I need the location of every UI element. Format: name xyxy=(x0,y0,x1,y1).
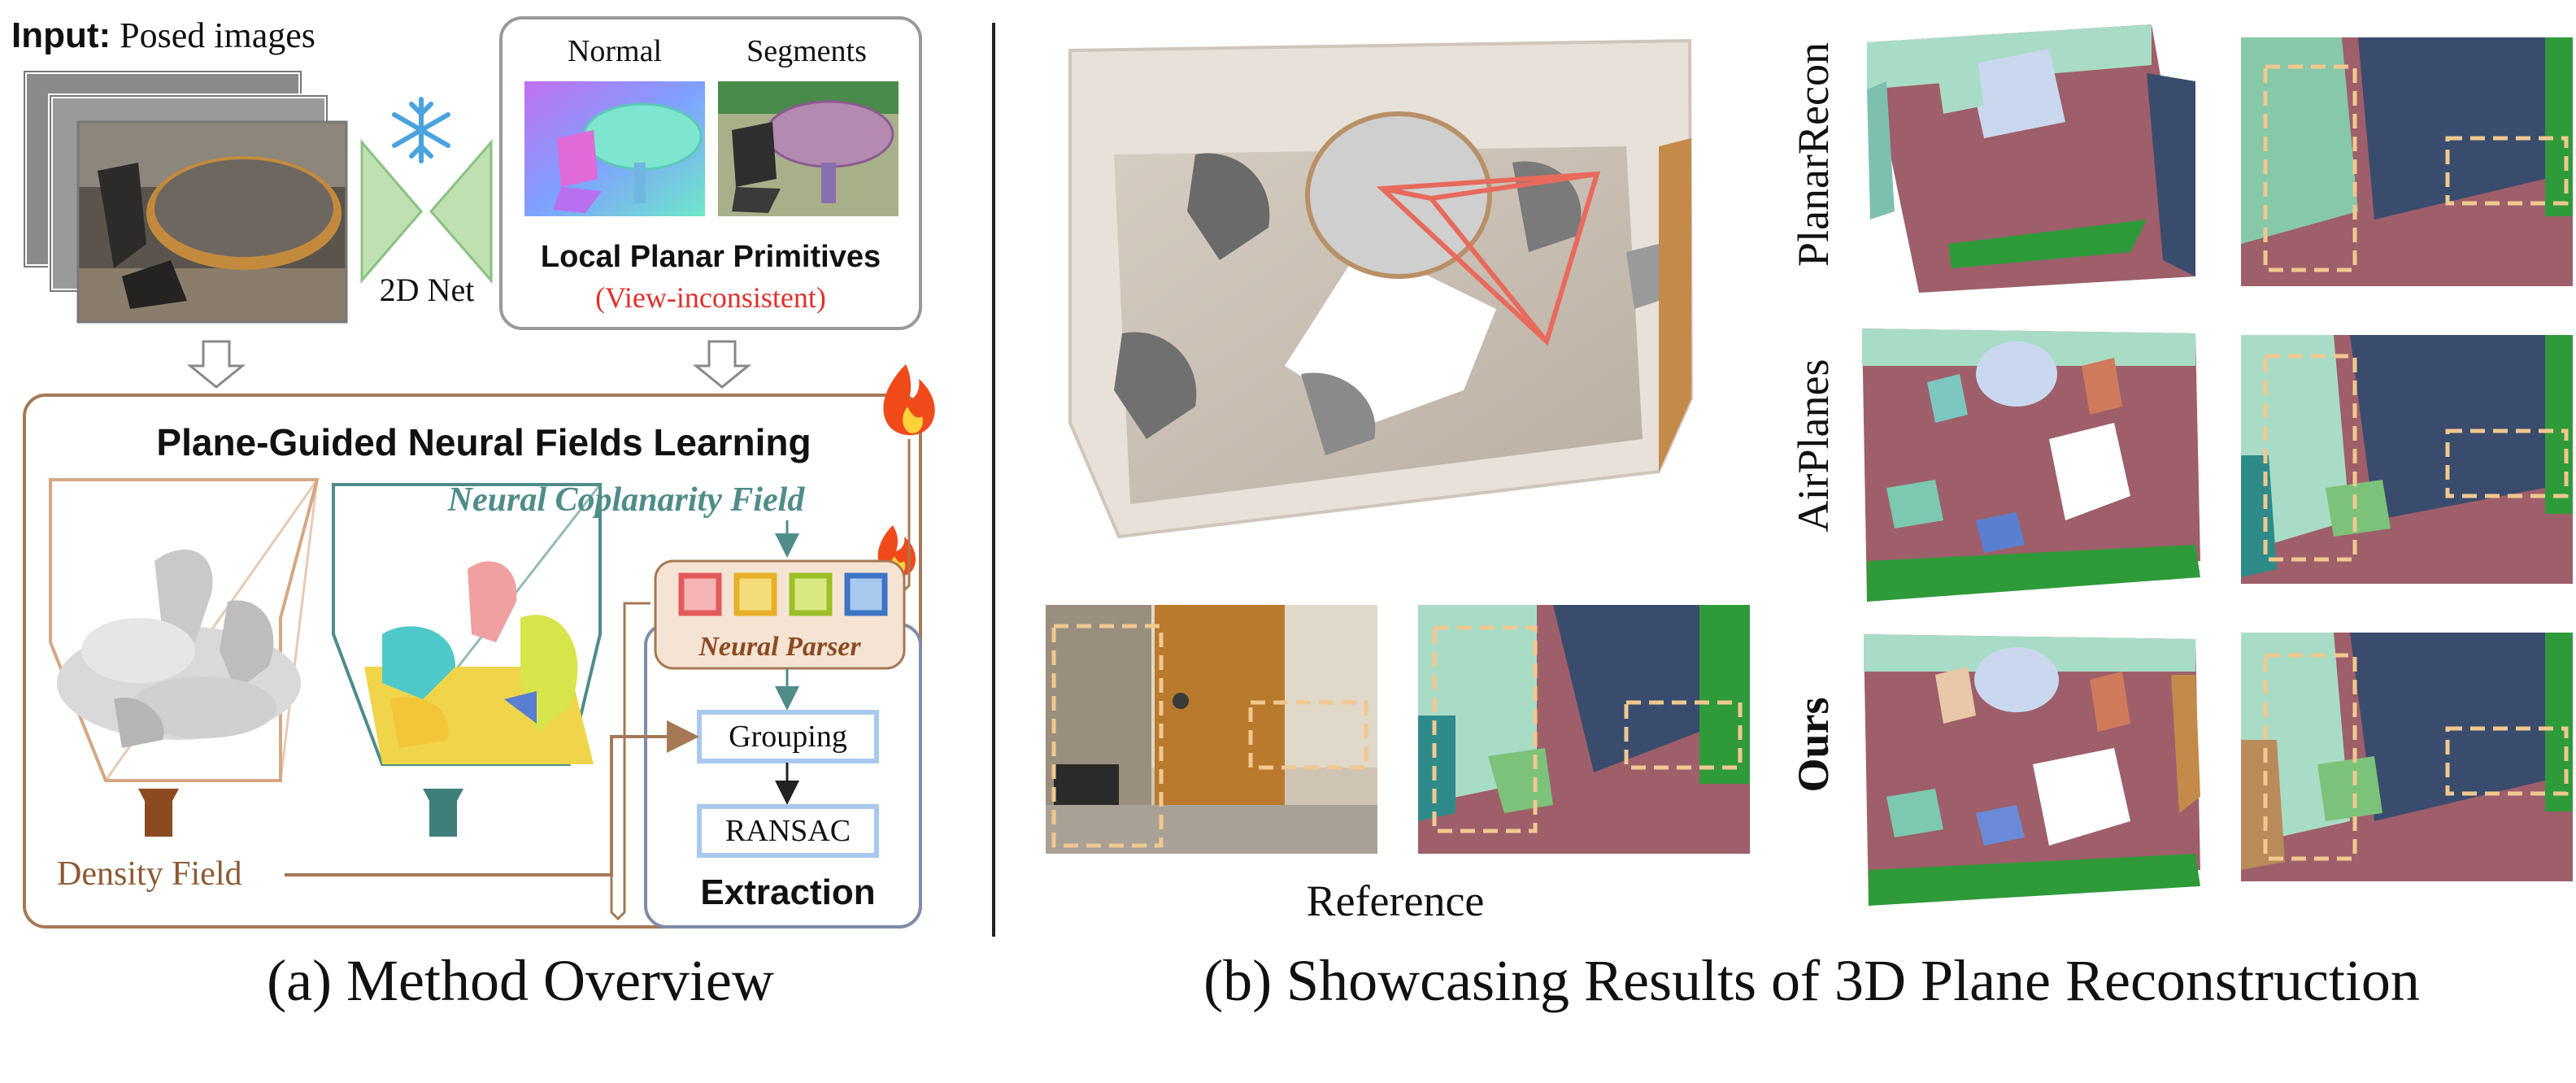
fields-title: Plane-Guided Neural Fields Learning xyxy=(156,421,811,463)
planarrecon-room xyxy=(1867,24,2195,293)
net-label: 2D Net xyxy=(380,272,475,308)
method-label-ours: Ours xyxy=(1789,697,1838,792)
segments-label: Segments xyxy=(746,34,867,68)
ours-room xyxy=(1864,634,2200,906)
method-label-airplanes: AirPlanes xyxy=(1789,359,1838,533)
input-rest: Posed images xyxy=(111,15,315,55)
coplanarity-label: Neural Coplanarity Field xyxy=(447,481,806,519)
density-to-grouping-arrow xyxy=(285,720,699,876)
airplanes-room xyxy=(1862,328,2200,602)
down-arrow-right xyxy=(692,340,752,389)
method-label-planarrecon: PlanarRecon xyxy=(1789,42,1838,267)
caption-a: (a) Method Overview xyxy=(267,948,774,1013)
primitives-title: Local Planar Primitives xyxy=(541,240,881,274)
down-arrow-left xyxy=(186,340,246,389)
ransac-label: RANSAC xyxy=(725,814,851,848)
input-bold: Input: xyxy=(11,15,111,55)
parser-label: Neural Parser xyxy=(698,632,861,662)
reference-photo xyxy=(1046,605,1377,854)
normal-map-image xyxy=(524,81,705,216)
panel-method-overview: Input: Posed images xyxy=(11,15,935,1013)
coplanarity-field-illustration xyxy=(332,483,602,766)
reconstructed-room-3d xyxy=(1068,38,1694,539)
posed-images-stack xyxy=(22,69,348,324)
net-2d-icon xyxy=(360,138,493,285)
segments-image xyxy=(718,81,899,216)
camera-icon-density xyxy=(138,789,179,837)
reference-closeup-ours xyxy=(1418,605,1750,854)
ours-closeup xyxy=(2241,633,2573,881)
camera-icon-coplanarity xyxy=(423,789,463,837)
primitives-box xyxy=(499,16,922,330)
grouping-label: Grouping xyxy=(729,720,847,754)
camera-frustum xyxy=(1376,171,1601,346)
ransac-box xyxy=(697,804,879,858)
parser-slots xyxy=(678,572,888,616)
density-outer-connector xyxy=(610,602,651,921)
reference-label: Reference xyxy=(1307,876,1485,925)
fire-icon xyxy=(883,364,935,436)
grouping-box xyxy=(697,710,879,763)
input-photo xyxy=(76,120,348,324)
density-field-illustration xyxy=(49,478,320,782)
caption-b: (b) Showcasing Results of 3D Plane Recon… xyxy=(1203,948,2420,1013)
input-title: Input: Posed images xyxy=(11,15,315,55)
primitives-note: (View-inconsistent) xyxy=(595,281,826,314)
panel-results: Reference PlanarRecon AirPlanes Ours xyxy=(1046,24,2573,1013)
extraction-label: Extraction xyxy=(700,872,875,912)
airplanes-closeup xyxy=(2241,335,2573,584)
snowflake-icon xyxy=(392,97,450,163)
planarrecon-closeup xyxy=(2241,37,2573,286)
density-label: Density Field xyxy=(57,855,242,893)
normal-label: Normal xyxy=(568,34,662,68)
